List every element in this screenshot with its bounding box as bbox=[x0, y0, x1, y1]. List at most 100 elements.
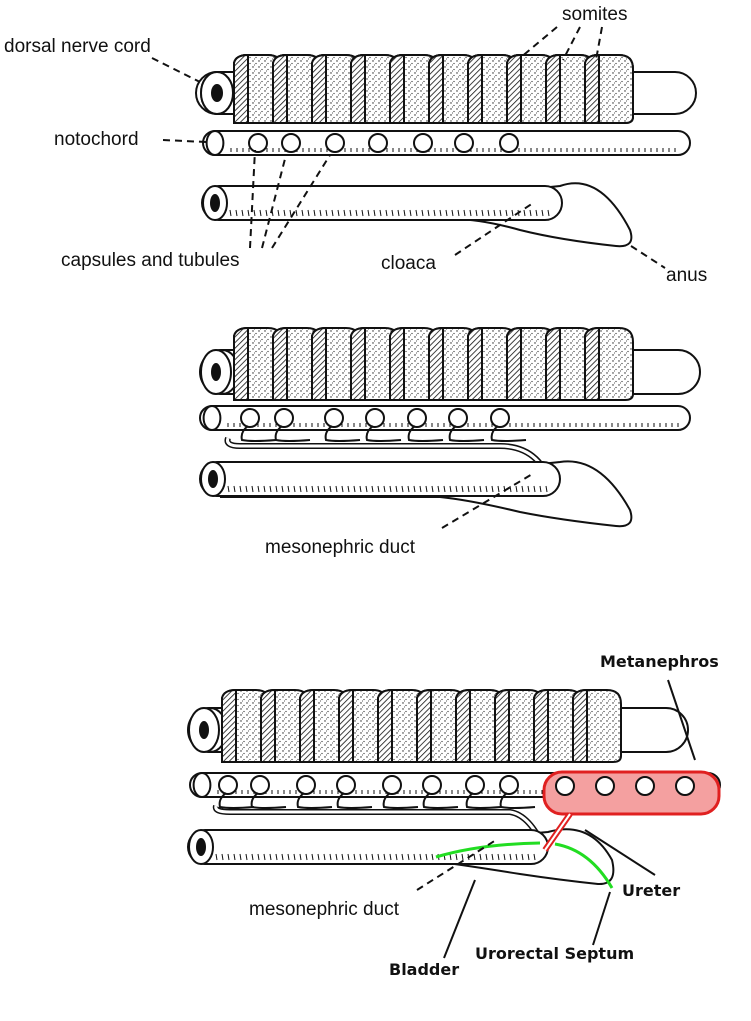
somite-cut-face bbox=[545, 326, 561, 401]
leader-somites-3 bbox=[595, 26, 603, 61]
gut-tick bbox=[275, 485, 278, 493]
gut-tick bbox=[245, 853, 248, 861]
gut-tick bbox=[329, 485, 332, 493]
gut-tick bbox=[353, 853, 356, 861]
somite-cut-face bbox=[338, 688, 354, 763]
gut-tick bbox=[473, 485, 476, 493]
label-mesonephric-duct-stage-2: mesonephric duct bbox=[265, 537, 415, 558]
gut-tick bbox=[397, 209, 400, 217]
gut-tick bbox=[349, 209, 352, 217]
capsule bbox=[281, 133, 301, 153]
tubule bbox=[448, 425, 485, 442]
notochord-rod bbox=[202, 130, 691, 156]
somite-cut-face bbox=[299, 688, 315, 763]
gut-tick bbox=[365, 485, 368, 493]
gut-tick bbox=[509, 485, 512, 493]
gut-tick bbox=[275, 853, 278, 861]
gut-tick bbox=[485, 853, 488, 861]
tubule bbox=[240, 425, 277, 442]
tubule bbox=[382, 792, 419, 809]
notochord-rod bbox=[199, 405, 691, 431]
gut-tick bbox=[323, 853, 326, 861]
gut-tick bbox=[371, 485, 374, 493]
gut-tick bbox=[527, 853, 530, 861]
leader-notochord bbox=[162, 139, 207, 143]
gut-tick bbox=[299, 485, 302, 493]
gut-tick bbox=[233, 485, 236, 493]
somite-cut-face bbox=[377, 688, 393, 763]
arrow-ureter bbox=[584, 829, 656, 876]
arrow-metanephros bbox=[667, 679, 696, 761]
gut-tick bbox=[497, 485, 500, 493]
capsule bbox=[422, 775, 442, 795]
gut-tick bbox=[457, 209, 460, 217]
somite-cut-face bbox=[311, 326, 327, 401]
gut-tick bbox=[227, 485, 230, 493]
gut-tick bbox=[515, 853, 518, 861]
gut-tick bbox=[283, 209, 286, 217]
somite-cut-face bbox=[572, 688, 588, 763]
gut-tick bbox=[479, 853, 482, 861]
gut-tick bbox=[407, 485, 410, 493]
gut-tick bbox=[263, 485, 266, 493]
label-anus: anus bbox=[666, 265, 708, 286]
somite-cut-face bbox=[506, 53, 522, 124]
leader-mesonephric-duct-stage-2 bbox=[441, 472, 535, 529]
gut-tick bbox=[377, 853, 380, 861]
gut-tick bbox=[367, 209, 370, 217]
gut-tick bbox=[515, 485, 518, 493]
capsule bbox=[382, 775, 402, 795]
label-somites: somites bbox=[562, 4, 628, 25]
gut-tick bbox=[311, 853, 314, 861]
somite-cut-face bbox=[311, 53, 327, 124]
somite-cut-face bbox=[467, 53, 483, 124]
tubule bbox=[365, 425, 402, 442]
gut-tick bbox=[445, 209, 448, 217]
gut-tick bbox=[257, 485, 260, 493]
gut-tick bbox=[479, 485, 482, 493]
label-capsules-and-tubules: capsules and tubules bbox=[61, 250, 240, 271]
gut-tick bbox=[311, 485, 314, 493]
gut-tick bbox=[469, 209, 472, 217]
gut-tick bbox=[343, 209, 346, 217]
gut-tick bbox=[359, 853, 362, 861]
gut-tick bbox=[395, 853, 398, 861]
gut-tick bbox=[235, 209, 238, 217]
gut-tick bbox=[461, 853, 464, 861]
nerve-cord-lumen bbox=[199, 721, 209, 739]
metanephros-capsule bbox=[595, 776, 615, 796]
metanephros-capsule bbox=[675, 776, 695, 796]
arrow-bladder bbox=[443, 879, 476, 959]
label-dorsal-nerve-cord: dorsal nerve cord bbox=[4, 36, 151, 57]
gut-tick bbox=[323, 485, 326, 493]
tubule bbox=[490, 425, 527, 442]
notochord-end bbox=[192, 772, 212, 798]
gut-tick bbox=[491, 485, 494, 493]
tubule bbox=[499, 792, 536, 809]
gut-tick bbox=[425, 485, 428, 493]
tubule bbox=[336, 792, 373, 809]
somite-cut-face bbox=[233, 326, 249, 401]
gut-tick bbox=[253, 209, 256, 217]
gut-tick bbox=[299, 853, 302, 861]
gut-tick bbox=[353, 485, 356, 493]
gut-tick bbox=[239, 485, 242, 493]
label-cloaca: cloaca bbox=[381, 253, 436, 274]
metanephros-highlight bbox=[542, 770, 721, 816]
label-ureter: Ureter bbox=[622, 881, 681, 900]
gut-tick bbox=[239, 853, 242, 861]
gut-tick bbox=[481, 209, 484, 217]
gut-tick bbox=[317, 853, 320, 861]
leader-cloaca bbox=[454, 202, 534, 256]
gut-tick bbox=[229, 209, 232, 217]
gut-tick bbox=[277, 209, 280, 217]
gut-tick bbox=[449, 853, 452, 861]
somite-cut-face bbox=[416, 688, 432, 763]
gut-tick bbox=[427, 209, 430, 217]
gut-tick bbox=[439, 209, 442, 217]
gut-tick bbox=[487, 209, 490, 217]
gut-tick bbox=[295, 209, 298, 217]
gut-tick bbox=[491, 853, 494, 861]
capsule bbox=[325, 133, 345, 153]
